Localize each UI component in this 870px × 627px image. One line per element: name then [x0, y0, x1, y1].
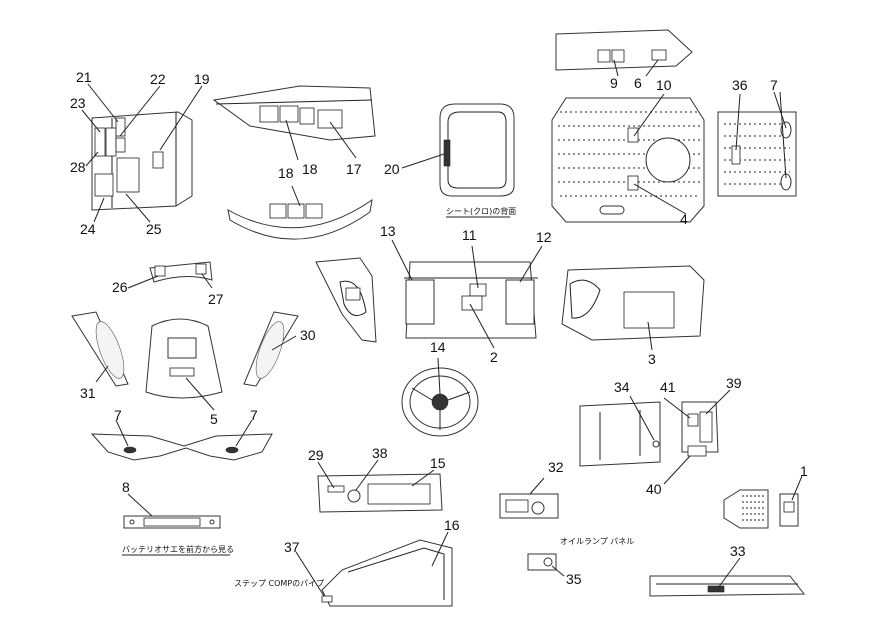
- grille-part: [723, 489, 799, 529]
- captions: シート(クロ)の背面 バッテリオサエを前方から見る ステップ COMPのパイプ …: [122, 206, 634, 588]
- callout-26: 26: [112, 279, 128, 295]
- callout-12: 12: [536, 229, 552, 245]
- control-panel-part: [499, 493, 559, 519]
- caption-step-pipe: ステップ COMPのパイプ: [234, 579, 324, 588]
- front-panel-center: [145, 318, 223, 399]
- callout-14: 14: [430, 339, 446, 355]
- right-fender-part: [561, 265, 705, 341]
- callout-39: 39: [726, 375, 742, 391]
- callout-8: 8: [122, 479, 130, 495]
- callout-5: 5: [210, 411, 218, 427]
- callout-13: 13: [380, 223, 396, 239]
- engine-hood-part: [551, 97, 705, 223]
- callout-28: 28: [70, 159, 86, 175]
- callout-11: 11: [462, 227, 477, 243]
- callout-9: 9: [610, 75, 618, 91]
- callout-19: 19: [194, 71, 210, 87]
- callout-18-upper: 18: [302, 161, 318, 177]
- rail-part: [649, 575, 806, 597]
- callout-23: 23: [70, 95, 86, 111]
- callout-7-left: 7: [114, 407, 122, 423]
- side-plate-part: [321, 539, 453, 607]
- callout-25: 25: [146, 221, 162, 237]
- callout-1: 1: [800, 463, 808, 479]
- callout-33: 33: [730, 543, 746, 559]
- oil-lamp-panel-part: [527, 553, 557, 571]
- callout-29: 29: [308, 447, 324, 463]
- callout-4: 4: [680, 211, 688, 227]
- callout-15: 15: [430, 455, 446, 471]
- front-panel-right: [243, 311, 299, 387]
- callout-34: 34: [614, 379, 630, 395]
- callout-16: 16: [444, 517, 460, 533]
- caption-seat-back: シート(クロ)の背面: [446, 206, 516, 216]
- hood-strip-part: [212, 85, 376, 141]
- callout-24: 24: [80, 221, 96, 237]
- callout-30: 30: [300, 327, 316, 343]
- callout-10: 10: [656, 77, 672, 93]
- leader-lines: [81, 59, 803, 597]
- side-cover-part: [91, 111, 193, 211]
- callout-3: 3: [648, 351, 656, 367]
- battery-plate-part: [123, 515, 221, 529]
- dash-panel-part: [404, 261, 538, 339]
- steering-wheel-part: [401, 367, 479, 437]
- callout-40: 40: [646, 481, 662, 497]
- callout-18-lower: 18: [278, 165, 294, 181]
- front-panel-left: [71, 311, 129, 387]
- step-panel-part: [317, 473, 443, 513]
- callout-35: 35: [566, 571, 582, 587]
- frame-part: [579, 401, 719, 467]
- callout-20: 20: [384, 161, 400, 177]
- left-fender-part: [315, 257, 377, 343]
- callout-7-top: 7: [770, 77, 778, 93]
- callout-22: 22: [150, 71, 166, 87]
- callout-numbers: 21 22 19 23 28 24 25 18 17 18 20 9 6 10 …: [70, 69, 808, 587]
- crossbar-part: [90, 433, 273, 461]
- top-cover-part: [555, 29, 693, 71]
- callout-32: 32: [548, 459, 564, 475]
- callout-36: 36: [732, 77, 748, 93]
- callout-6: 6: [634, 75, 642, 91]
- cowl-part: [149, 261, 213, 283]
- callout-31: 31: [80, 385, 96, 401]
- callout-41: 41: [660, 379, 676, 395]
- callout-38: 38: [372, 445, 388, 461]
- callout-27: 27: [208, 291, 224, 307]
- callout-2: 2: [490, 349, 498, 365]
- callout-37: 37: [284, 539, 300, 555]
- caption-battery: バッテリオサエを前方から見る: [122, 544, 234, 554]
- callout-21: 21: [76, 69, 92, 85]
- caption-oil-lamp: オイルランプ パネル: [560, 537, 634, 546]
- seat-back-part: [439, 103, 515, 197]
- dash-arc-part: [227, 198, 373, 240]
- callout-7-right: 7: [250, 407, 258, 423]
- callout-17: 17: [346, 161, 362, 177]
